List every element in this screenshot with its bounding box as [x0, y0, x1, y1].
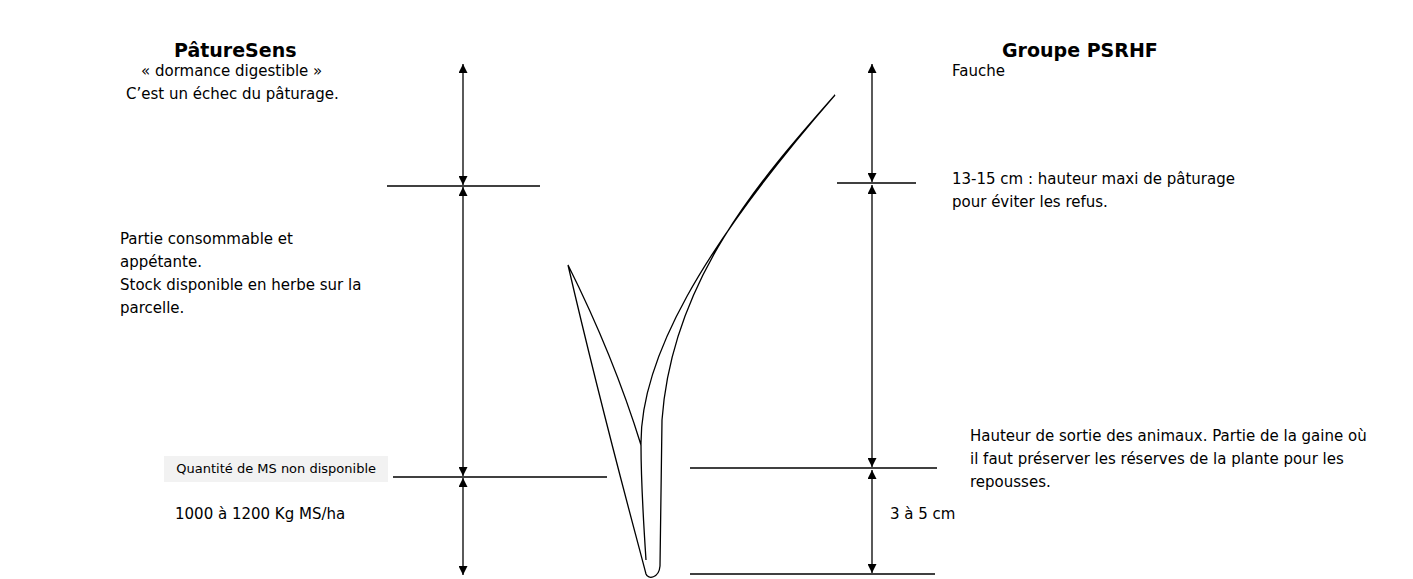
quantity-label: 1000 à 1200 Kg MS/ha — [175, 503, 345, 526]
zone-note: Quantité de MS non disponible — [164, 456, 388, 482]
column-heading: Groupe PSRHF — [1002, 38, 1158, 62]
height-note: Hauteur de sortie des animaux. Partie de… — [970, 425, 1370, 494]
zone-note: Stock disponible en herbe sur la parcell… — [120, 274, 375, 320]
zone-note: Fauche — [952, 60, 1005, 83]
height-note: 13-15 cm : hauteur maxi de pâturage pour… — [952, 168, 1262, 214]
dimension-lines-right — [690, 64, 937, 574]
zone-note: C’est un échec du pâturage. — [126, 83, 339, 106]
zone-note: « dormance digestible » — [141, 60, 322, 83]
column-heading: PâtureSens — [174, 38, 297, 62]
dimension-lines-left — [387, 64, 607, 575]
zone-note: Partie consommable et appétante. — [120, 228, 360, 274]
grass-plant — [568, 95, 835, 577]
dimension-label: 3 à 5 cm — [890, 503, 955, 526]
